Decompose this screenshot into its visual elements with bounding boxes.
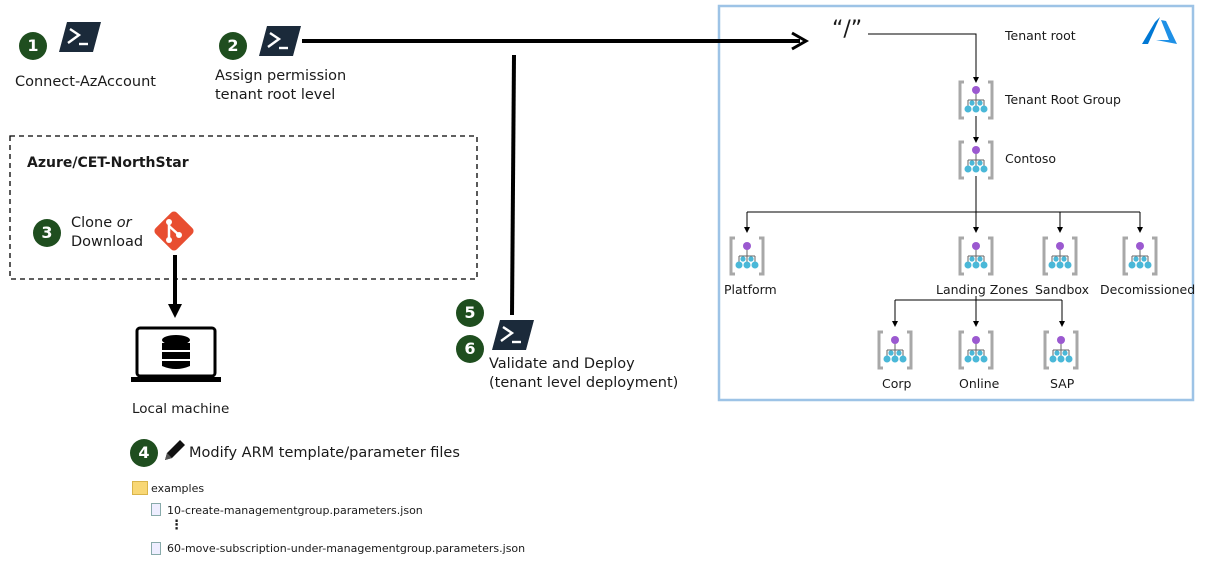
mg-sandbox[interactable]: Sandbox	[1035, 282, 1090, 297]
deploy-line	[510, 54, 516, 316]
clone-label: Clone or Download	[71, 215, 144, 250]
management-group-icon	[877, 330, 913, 370]
mg-sap[interactable]: SAP	[1050, 376, 1075, 391]
repo-title: Azure/CET-NorthStar	[27, 155, 189, 171]
azure-logo-icon	[1142, 17, 1177, 44]
file-icon	[151, 503, 161, 516]
git-icon	[154, 211, 194, 251]
validate-deploy-label: Validate and Deploy(tenant level deploym…	[489, 356, 679, 391]
step-6-badge: 6	[456, 335, 484, 363]
connect-label: Connect-AzAccount	[15, 74, 156, 90]
folder-icon	[132, 481, 148, 495]
step-4-badge: 4	[130, 439, 158, 467]
ellipsis: ⋮	[170, 518, 183, 533]
modify-label: Modify ARM template/parameter files	[189, 445, 460, 461]
management-group-icon	[1043, 330, 1079, 370]
management-group-icon	[958, 140, 994, 180]
file-icon	[151, 542, 161, 555]
management-group-icon	[958, 236, 994, 276]
laptop-database-icon	[131, 326, 221, 382]
step-5-badge: 5	[456, 299, 484, 327]
management-group-icon	[958, 330, 994, 370]
file-item[interactable]: 60-move-subscription-under-managementgro…	[167, 542, 526, 555]
step-2-badge: 2	[219, 32, 247, 60]
powershell-icon	[259, 26, 301, 56]
assign-arrowhead	[791, 31, 810, 51]
mg-platform[interactable]: Platform	[724, 282, 777, 297]
tenant-root-label: Tenant root	[1005, 28, 1076, 43]
powershell-icon	[492, 320, 534, 350]
local-machine-label: Local machine	[132, 401, 230, 417]
pencil-icon	[165, 440, 185, 460]
management-group-icon	[1042, 236, 1078, 276]
mg-corp[interactable]: Corp	[882, 376, 912, 391]
powershell-icon	[59, 22, 101, 52]
root-symbol: “/”	[832, 17, 863, 42]
mg-landing-zones[interactable]: Landing Zones	[936, 282, 1029, 297]
mg-contoso[interactable]: Contoso	[1005, 151, 1057, 166]
mg-decomissioned[interactable]: Decomissioned	[1100, 282, 1196, 297]
root-to-trg	[868, 33, 979, 83]
folder-name[interactable]: examples	[151, 482, 205, 495]
mg-tenant-root-group[interactable]: Tenant Root Group	[1005, 92, 1121, 107]
management-group-icon	[958, 80, 994, 120]
azure-tenant-panel	[717, 4, 1195, 402]
mg-online[interactable]: Online	[959, 376, 1000, 391]
step-3-badge: 3	[33, 219, 61, 247]
management-group-icon	[1122, 236, 1158, 276]
file-item[interactable]: 10-create-managementgroup.parameters.jso…	[167, 504, 423, 517]
management-group-icon	[729, 236, 765, 276]
step-1-badge: 1	[19, 32, 47, 60]
